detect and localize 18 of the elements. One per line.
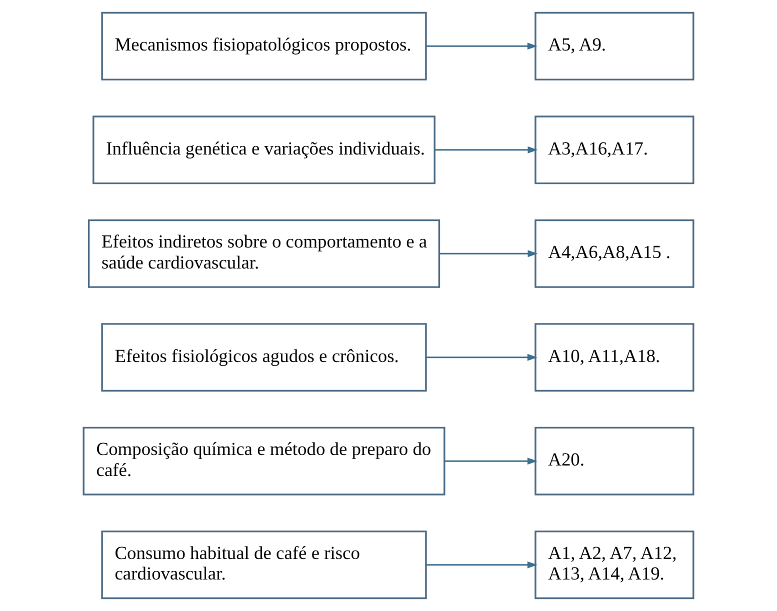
node-box: Composição química e método de preparo do café. (82, 426, 446, 496)
node-box: Influência genética e variações individuais. (92, 116, 436, 184)
arrow (440, 250, 538, 258)
node-box: A1, A2, A7, A12, A13, A14, A19. (534, 530, 694, 600)
node-box: A3,A16,A17. (534, 116, 694, 184)
node-box: A5, A9. (534, 12, 694, 80)
node-box: A20. (534, 426, 694, 496)
arrow (444, 458, 538, 465)
node-box: Efeitos indiretos sobre o comportamento e a saúde cardiovascular. (88, 219, 440, 288)
arrow (426, 354, 538, 361)
node-box: Mecanismos fisiopatológicos propostos. (101, 12, 427, 80)
node-box: A10, A11,A18. (534, 323, 694, 392)
arrow (426, 561, 538, 568)
node-box: Efeitos fisiológicos agudos e crônicos. (101, 323, 427, 392)
node-box: A4,A6,A8,A15 . (534, 219, 694, 288)
arrow (434, 146, 538, 154)
arrow (426, 42, 538, 50)
node-box: Consumo habitual de café e risco cardiovascular. (101, 530, 427, 600)
